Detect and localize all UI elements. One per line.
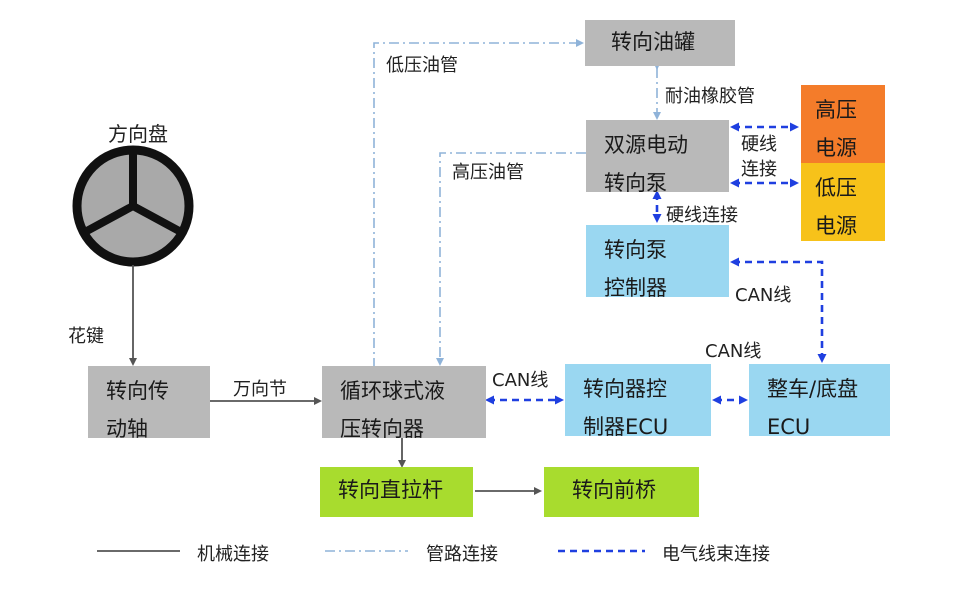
legend-pipe-label: 管路连接 [426,544,498,565]
steering-oil-tank-box: 转向油罐 [585,20,735,66]
legend-mechanical-label: 机械连接 [197,544,269,565]
steering-shaft-line2: 动轴 [106,417,148,441]
steering-gear-ecu-box: 转向器控 制器ECU [565,364,711,439]
steering-oil-tank-label: 转向油罐 [611,30,695,54]
universal-joint-label: 万向节 [233,379,287,400]
dual-source-pump-line2: 转向泵 [604,171,667,195]
high-pressure-pipe-line [436,152,586,366]
low-voltage-power-box: 低压 电源 [801,163,885,241]
recirculating-ball-gear-box: 循环球式液 压转向器 [322,366,486,441]
controller-to-vehicle-ecu-can [730,257,827,363]
vehicle-chassis-ecu-line1: 整车/底盘 [767,377,859,401]
steering-shaft-box: 转向传 动轴 [88,366,210,441]
dual-source-pump-box: 双源电动 转向泵 [586,120,729,195]
mechanical-connections [129,265,542,495]
steering-wheel-label: 方向盘 [108,122,168,146]
high-voltage-power-line2: 电源 [815,136,857,160]
harness-connections [485,122,827,405]
high-pressure-pipe-label: 高压油管 [452,162,524,183]
high-voltage-power-line1: 高压 [815,98,857,122]
spline-label: 花键 [68,326,104,347]
steering-drag-link-box: 转向直拉杆 [320,467,473,517]
front-axle-box: 转向前桥 [544,467,699,517]
steering-gear-ecu-line1: 转向器控 [583,377,667,401]
recirculating-ball-gear-line1: 循环球式液 [340,379,445,403]
dual-source-pump-line1: 双源电动 [604,133,688,157]
steering-wheel-icon [72,145,194,267]
pump-controller-line2: 控制器 [604,276,667,300]
oil-resistant-hose-label: 耐油橡胶管 [665,86,755,107]
hardwire-power-label-line1: 硬线 [741,134,777,155]
vehicle-chassis-ecu-box: 整车/底盘 ECU [749,364,890,439]
can-vehicle-ecu-label: CAN线 [705,341,762,362]
front-axle-label: 转向前桥 [572,478,656,502]
legend-harness-label: 电气线束连接 [662,544,770,565]
recirculating-ball-gear-line2: 压转向器 [340,417,424,441]
hardwire-power-label-line2: 连接 [741,159,777,180]
hardwire-pump-label: 硬线连接 [666,205,738,226]
low-voltage-power-line2: 电源 [815,214,857,238]
low-pressure-pipe-label: 低压油管 [386,55,458,76]
low-pressure-pipe-line [373,39,584,368]
pipe-connections [373,39,661,368]
vehicle-chassis-ecu-line2: ECU [767,415,811,439]
steering-shaft-line1: 转向传 [106,379,169,403]
high-voltage-power-box: 高压 电源 [801,85,885,163]
can-gear-ecu-label: CAN线 [492,370,549,391]
pump-controller-line1: 转向泵 [604,238,667,262]
steering-drag-link-label: 转向直拉杆 [338,478,443,502]
steering-gear-ecu-line2: 制器ECU [583,415,669,439]
can-pump-controller-label: CAN线 [735,285,792,306]
low-voltage-power-line1: 低压 [815,176,857,200]
pump-controller-box: 转向泵 控制器 [586,225,729,300]
